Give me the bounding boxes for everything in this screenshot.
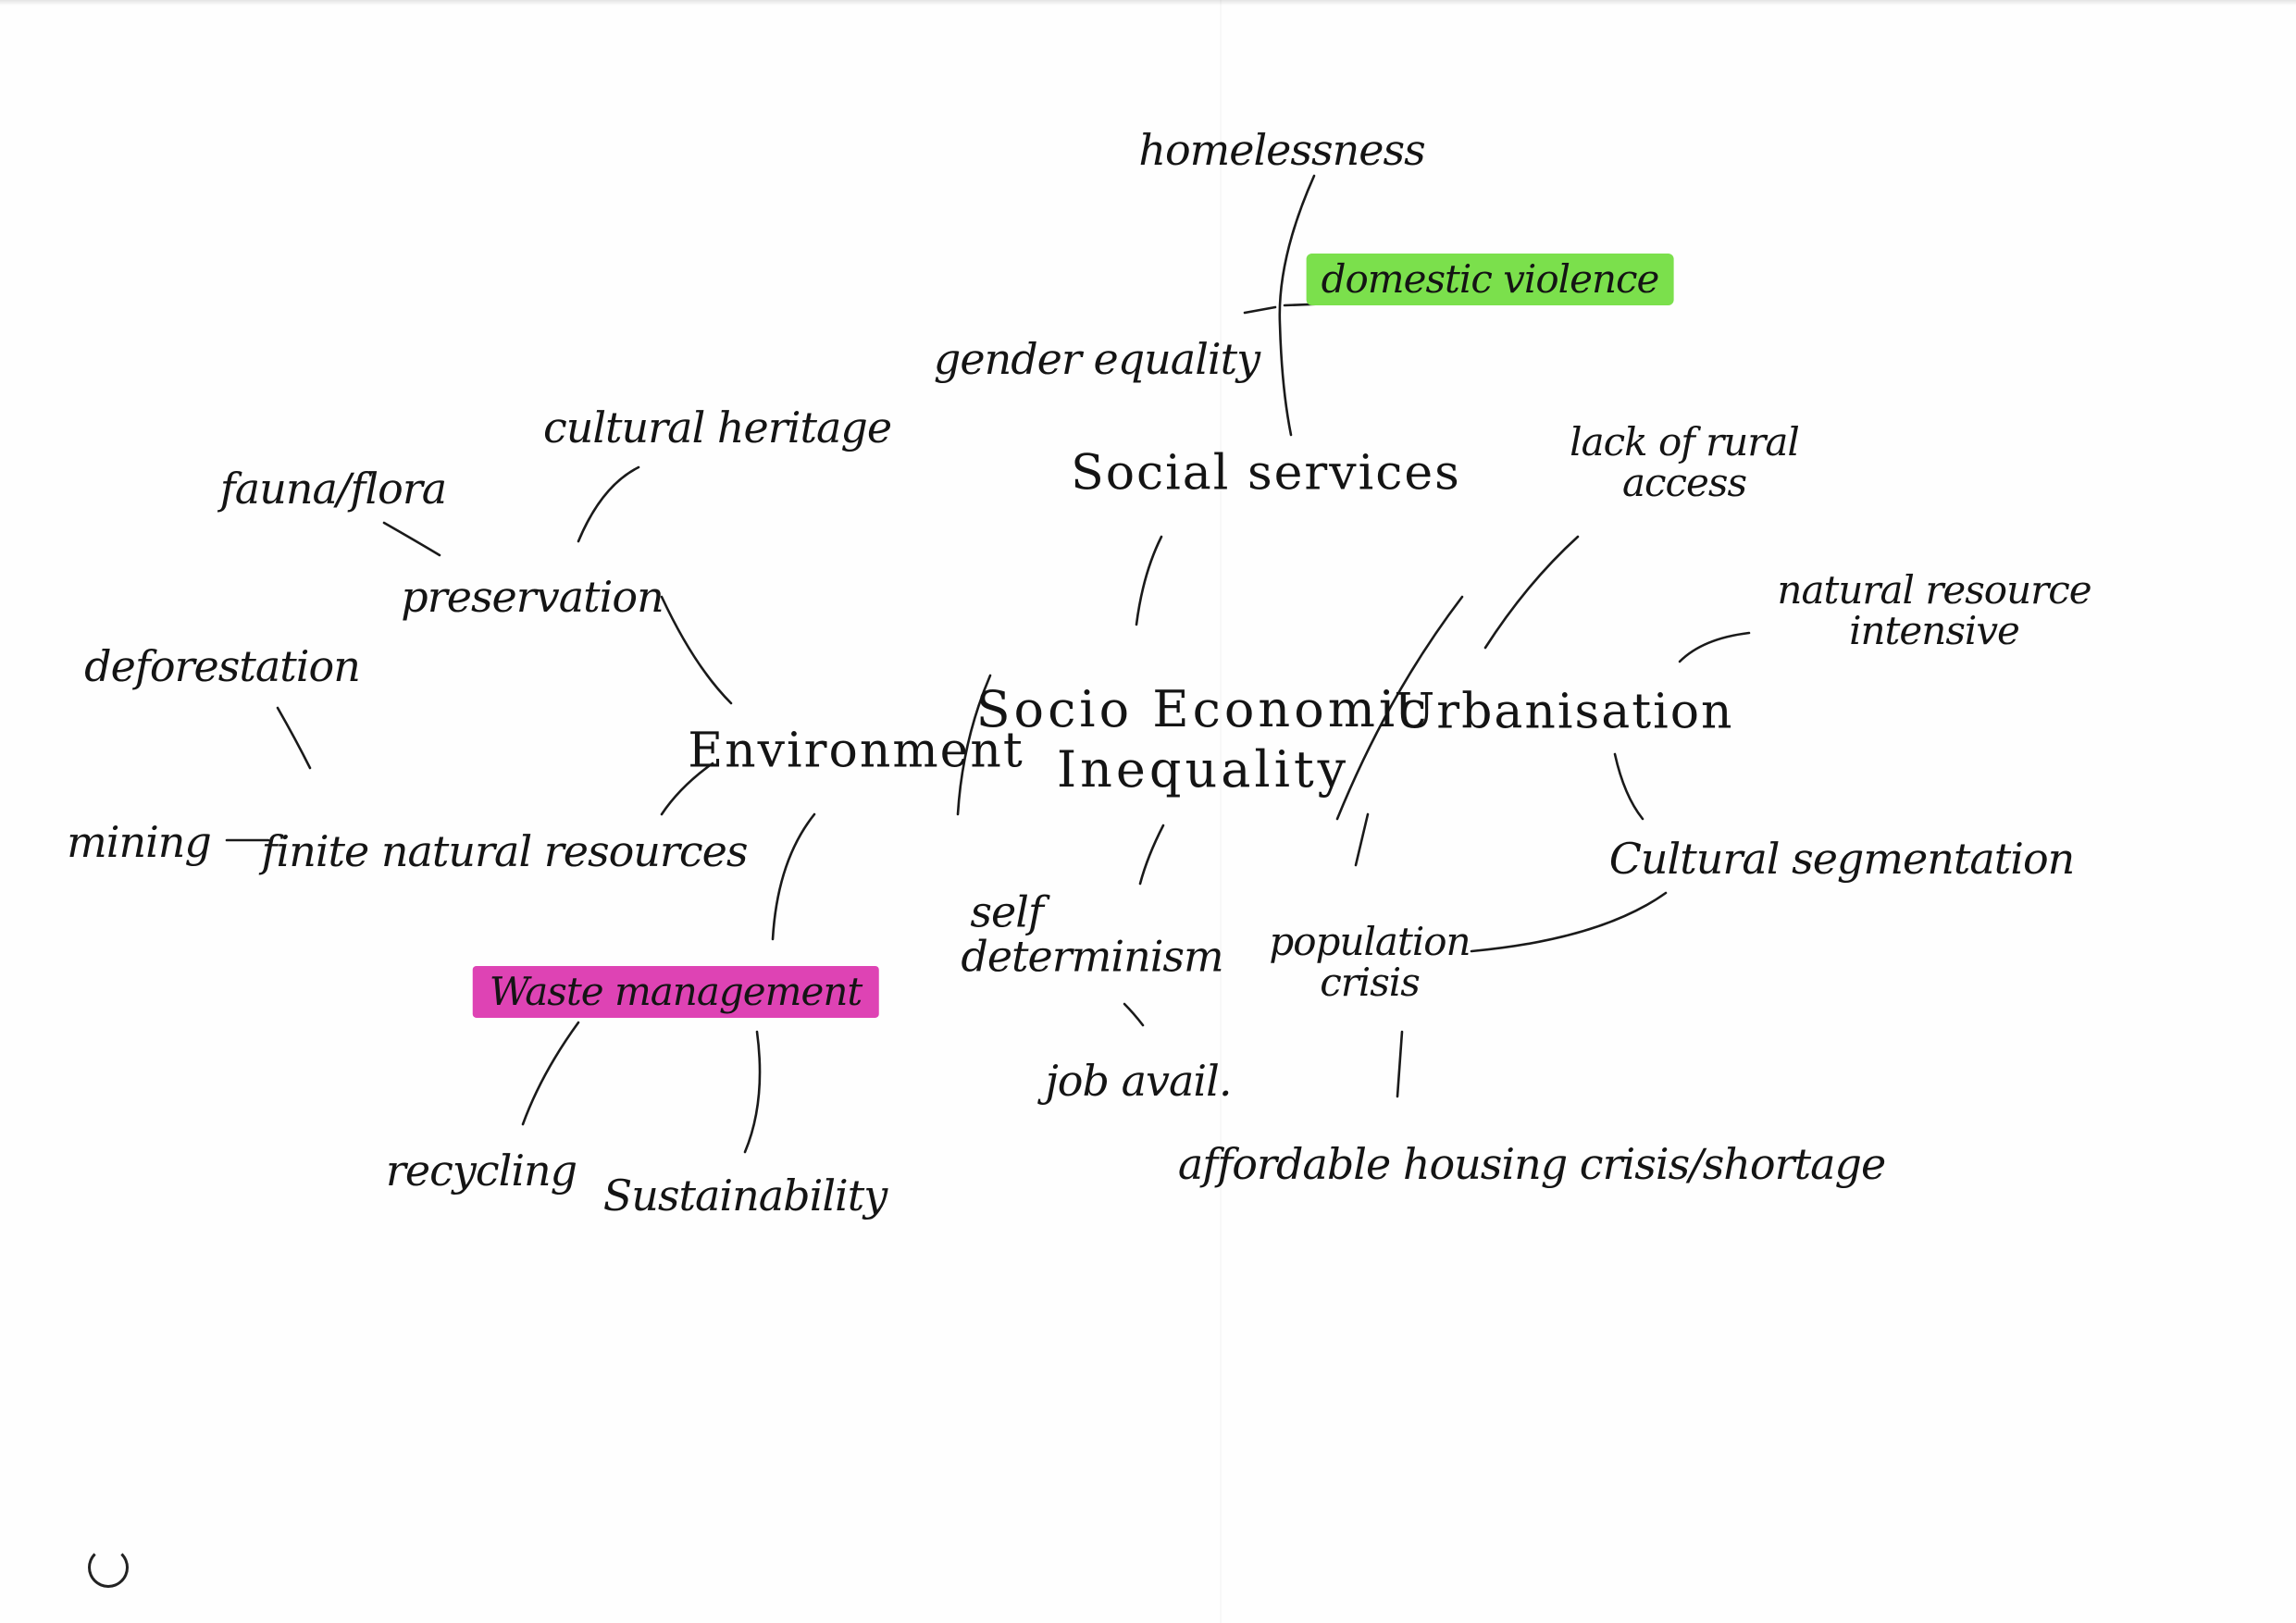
link-waste-recycling: [521, 1021, 580, 1126]
node-fauna-flora: fauna/flora: [219, 463, 447, 514]
pen-doodle: [88, 1547, 129, 1588]
hub-environment: Environment: [688, 723, 1024, 779]
link-urban-cultural: [1613, 752, 1644, 821]
node-cultural-heritage: cultural heritage: [542, 402, 892, 452]
node-waste-management: Waste management: [472, 965, 879, 1019]
node-domestic-violence: domestic violence: [1306, 253, 1674, 306]
link-finite-deforestation: [276, 706, 312, 770]
link-env-waste: [771, 812, 816, 941]
link-waste-sustainability: [743, 1030, 762, 1154]
link-env-finite: [660, 762, 714, 816]
link-center-social: [1135, 535, 1163, 626]
node-job-available: job avail.: [1045, 1055, 1233, 1106]
node-self-line1: self: [970, 886, 1044, 937]
link-urban-resource: [1678, 631, 1751, 663]
link-preservation-fauna: [382, 521, 441, 557]
node-resource-line2: intensive: [1849, 608, 2020, 653]
link-urban-population: [1354, 812, 1370, 867]
link-self-job: [1123, 1002, 1145, 1027]
node-lack-of-rural-access: lack of rural access: [1570, 418, 1800, 505]
node-gender-equality: gender equality: [933, 333, 1260, 384]
paper-edge: [0, 0, 2296, 6]
node-natural-resource-intensive: natural resource intensive: [1777, 566, 2091, 653]
node-deforestation: deforestation: [84, 640, 361, 691]
hub-social-services: Social services: [1071, 445, 1461, 502]
node-sustainability: Sustainability: [602, 1170, 887, 1220]
link-center-environment: [956, 674, 992, 816]
link-env-preservation: [660, 595, 733, 705]
link-urban-rural: [1483, 535, 1580, 650]
central-topic: Socio Economic Inequality: [976, 680, 1431, 800]
node-homelessness: homelessness: [1138, 124, 1425, 175]
node-population-crisis: population crisis: [1269, 918, 1471, 1005]
node-population-line1: population: [1269, 918, 1471, 964]
node-rural-line2: access: [1621, 460, 1747, 505]
central-topic-line1: Socio Economic: [975, 680, 1431, 739]
central-topic-line2: Inequality: [1056, 740, 1350, 799]
node-affordable-housing: affordable housing crisis/shortage: [1177, 1138, 1886, 1189]
node-resource-line1: natural resource: [1777, 566, 2091, 613]
link-center-urban: [1335, 595, 1464, 821]
node-population-line2: crisis: [1320, 960, 1421, 1005]
link-center-self: [1138, 824, 1165, 886]
link-social-stem: [1278, 174, 1316, 437]
node-recycling: recycling: [385, 1145, 577, 1196]
node-rural-line1: lack of rural: [1570, 418, 1800, 465]
link-gender-tick: [1243, 305, 1277, 315]
node-cultural-segmentation: Cultural segmentation: [1608, 833, 2076, 884]
link-preservation-heritage: [577, 465, 640, 543]
hub-urbanisation: Urbanisation: [1394, 684, 1734, 740]
node-mining: mining: [67, 816, 212, 867]
node-self-line2: determinism: [961, 932, 1223, 982]
link-cultural-population: [1470, 891, 1668, 953]
node-preservation: preservation: [401, 571, 664, 622]
link-population-housing: [1396, 1030, 1404, 1098]
node-self-determinism: self determinism: [961, 886, 1223, 982]
node-finite-resources: finite natural resources: [261, 825, 748, 876]
